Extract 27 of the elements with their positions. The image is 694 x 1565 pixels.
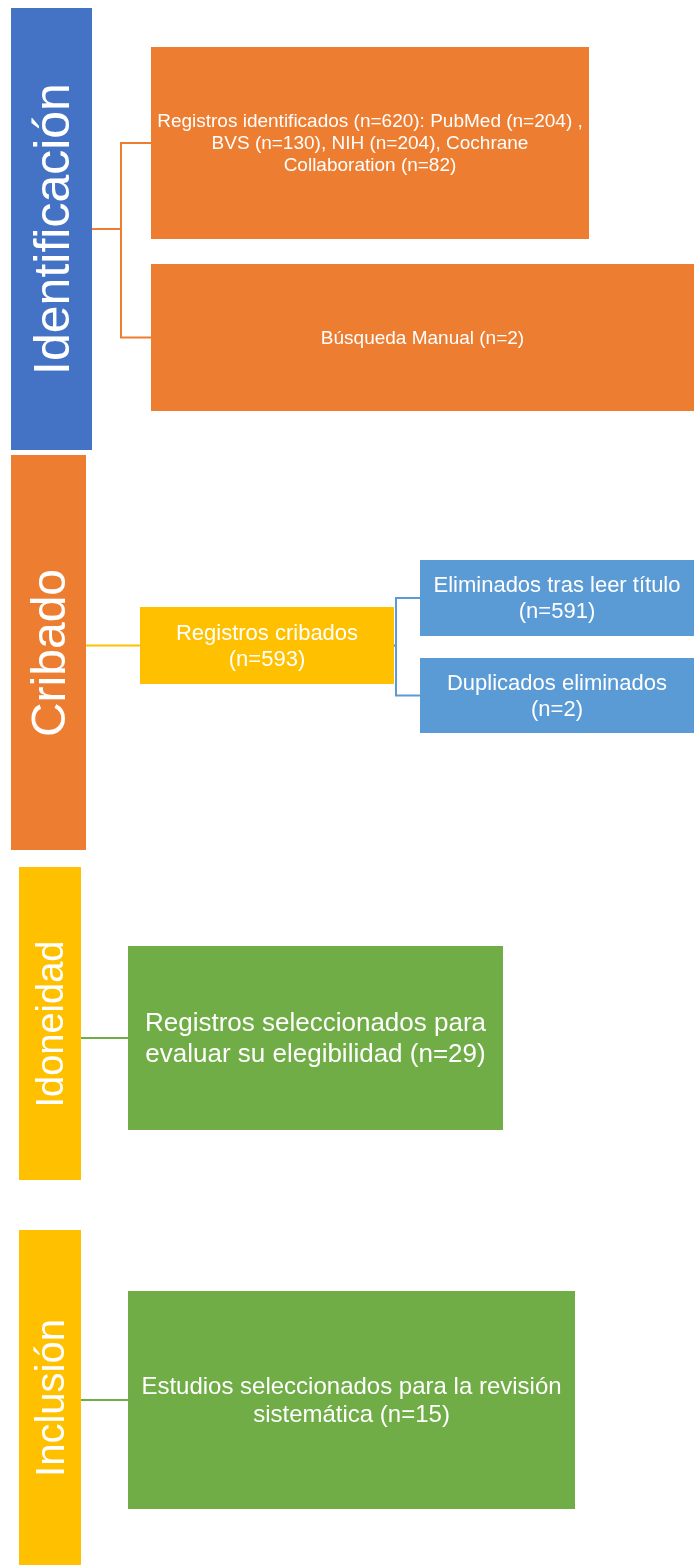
phase-band <box>11 455 86 850</box>
phase-band <box>19 867 81 1180</box>
box-text: Estudios seleccionados para la revisión sistemática (n=15) <box>140 1372 563 1428</box>
process-box <box>140 607 394 684</box>
process-box <box>128 1291 575 1509</box>
connector-line <box>80 1399 129 1401</box>
box-text: Búsqueda Manual (n=2) <box>319 326 526 349</box>
phase-band <box>11 8 92 450</box>
connector-line <box>393 644 421 697</box>
box-text: Eliminados tras leer título (n=591) <box>432 572 682 624</box>
box-text: Registros cribados (n=593) <box>174 619 360 672</box>
phase-band <box>19 1230 81 1565</box>
phase-label: Identificación <box>26 83 77 375</box>
phase-label: Idoneidad <box>31 940 69 1107</box>
box-text: Registros seleccionados para evaluar su elegibilidad (n=29) <box>143 1007 488 1069</box>
process-box <box>128 946 503 1130</box>
process-box <box>151 264 694 411</box>
box-text: Registros identificados (n=620): PubMed (n=204) , BVS (n=130), NIH (n=204), Cochrane Collaboration (n=82) <box>156 110 584 176</box>
process-box <box>420 658 694 733</box>
process-box <box>420 560 694 636</box>
box-text: Duplicados eliminados (n=2) <box>445 669 669 722</box>
connector-line <box>85 644 141 647</box>
phase-label: Cribado <box>24 568 73 737</box>
phase-label: Inclusión <box>30 1318 70 1477</box>
connector-line <box>393 597 421 647</box>
process-box <box>151 47 589 239</box>
connector-line <box>80 1037 129 1039</box>
